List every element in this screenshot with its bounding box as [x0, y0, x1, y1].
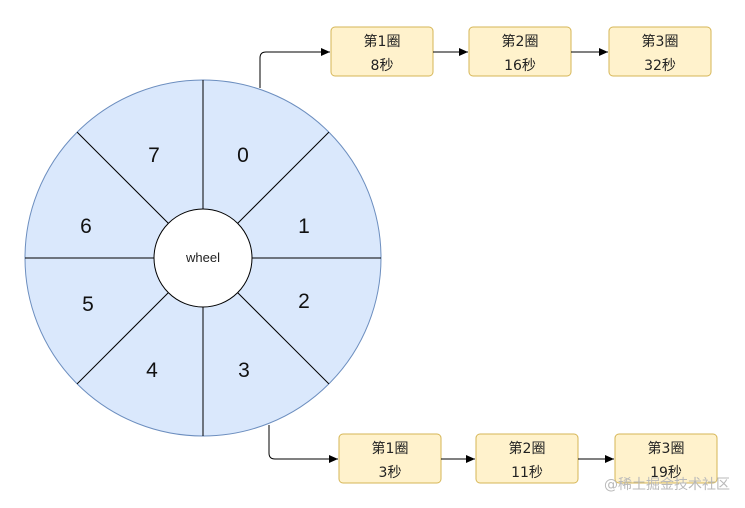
bottom-chain-node-3-time: 19秒	[650, 465, 682, 481]
top-chain-node-2-round: 第2圈	[502, 33, 539, 50]
wheel-hub	[153, 208, 253, 308]
top-chain-node-3-time: 32秒	[644, 58, 676, 74]
wheel-slot-2: 2	[298, 290, 310, 313]
bottom-chain-node-1-round: 第1圈	[372, 440, 409, 457]
bottom-chain: 第1圈 3秒 第2圈 11秒 第3圈 19秒	[338, 433, 718, 484]
wheel-slot-3: 3	[238, 359, 250, 382]
top-chain-connector	[259, 48, 330, 88]
top-chain-node-3-round: 第3圈	[642, 33, 679, 50]
bottom-chain-node-3-round: 第3圈	[648, 440, 685, 457]
watermark-text: @稀土掘金技术社区	[604, 477, 730, 493]
top-chain-node-1-time: 8秒	[371, 58, 394, 74]
wheel-slot-1: 1	[298, 215, 310, 238]
bottom-chain-connector	[268, 425, 338, 463]
wheel-hub-label: wheel	[185, 250, 220, 265]
wheel-slot-7: 7	[148, 144, 160, 167]
wheel-spoke	[237, 131, 330, 224]
bottom-chain-node-3	[614, 433, 718, 484]
top-chain-node-2-time: 16秒	[504, 58, 536, 74]
wheel-slot-5: 5	[82, 293, 94, 316]
wheel-slot-labels: 0 1 2 3 4 5 6 7	[80, 144, 310, 382]
top-chain-node-3	[608, 26, 712, 77]
wheel-spoke	[237, 292, 330, 385]
wheel-slot-6: 6	[80, 215, 92, 238]
top-chain: 第1圈 8秒 第2圈 16秒 第3圈 32秒	[330, 26, 712, 77]
wheel-spoke	[76, 292, 169, 385]
bottom-chain-node-2-time: 11秒	[511, 465, 543, 481]
top-chain-node-1-round: 第1圈	[364, 33, 401, 50]
wheel-spokes	[25, 80, 381, 436]
wheel-spoke	[76, 131, 169, 224]
wheel-slot-4: 4	[146, 359, 158, 382]
bottom-chain-node-1-time: 3秒	[379, 465, 402, 481]
bottom-chain-node-2-round: 第2圈	[509, 440, 546, 457]
wheel-slot-0: 0	[237, 144, 249, 167]
